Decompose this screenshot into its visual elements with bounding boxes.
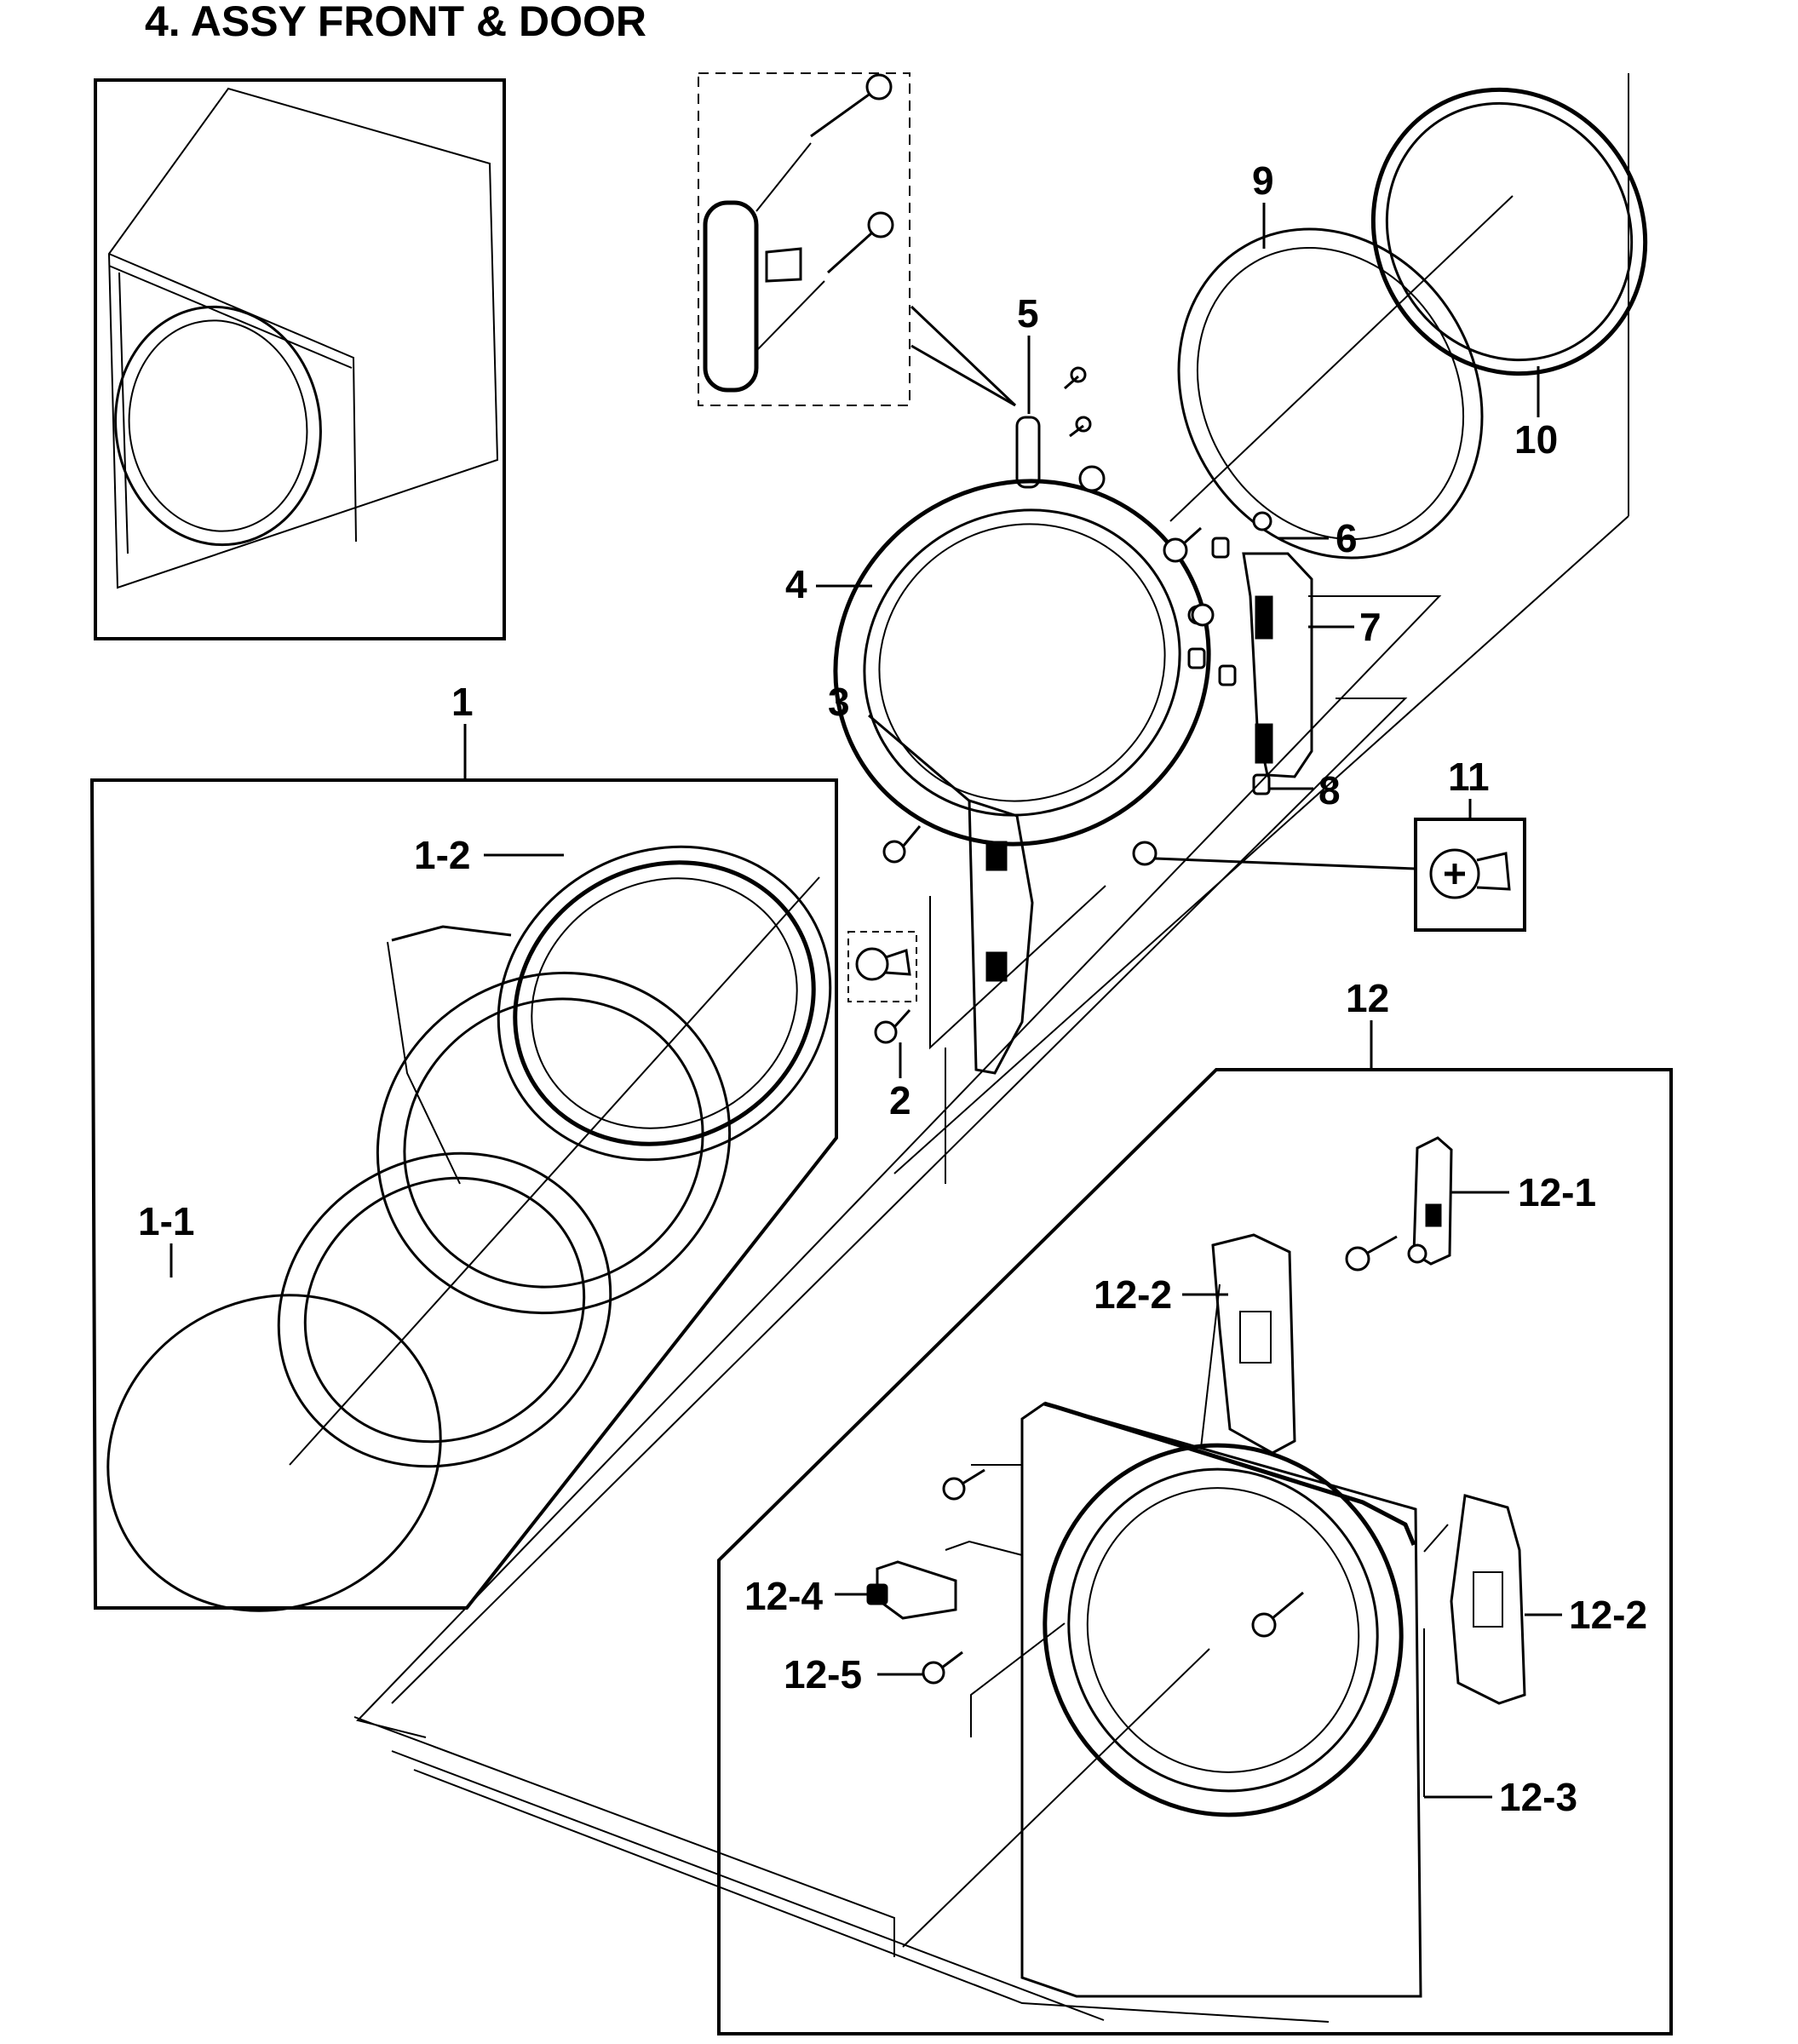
front-panel-12 (902, 1401, 1422, 1998)
screw-2-upper (882, 840, 906, 864)
page-title: 4. ASSY FRONT & DOOR (145, 0, 646, 45)
callout-12-2-upper: 12-2 (1094, 1272, 1172, 1317)
door-hinge-3 (968, 798, 1034, 1075)
callout-1: 1 (451, 680, 474, 724)
callout-5: 5 (1017, 291, 1039, 336)
handle-detail-box (698, 72, 1017, 407)
callout-2: 2 (889, 1078, 911, 1122)
callout-12-4: 12-4 (744, 1574, 823, 1618)
door-inner-frame (376, 925, 732, 1315)
support-plate-12-2-upper (1200, 1233, 1296, 1455)
callout-12-1: 12-1 (1518, 1170, 1596, 1214)
bushing-6 (1211, 511, 1272, 559)
door-lock-12-4 (866, 1560, 957, 1620)
door-switch-bracket-12-1 (1345, 1136, 1453, 1272)
callout-12-5: 12-5 (784, 1652, 862, 1697)
callout-8: 8 (1318, 768, 1341, 812)
callout-12: 12 (1346, 976, 1389, 1020)
hinge-screw-detail (847, 931, 917, 1002)
group-12-box (717, 1068, 1673, 2035)
callout-11: 11 (1448, 755, 1490, 799)
door-cover-glass-1-1 (106, 1294, 442, 1612)
callout-4: 4 (785, 562, 807, 606)
group-1-box (89, 778, 838, 1610)
screw-2-lower (874, 1020, 898, 1044)
callout-1-2: 1-2 (414, 833, 470, 877)
support-plate-12-2-lower (1423, 1494, 1526, 1705)
callout-10: 10 (1514, 417, 1558, 462)
callout-6: 6 (1336, 516, 1358, 560)
dryer-overview-illustration (94, 78, 506, 640)
door-gasket-10 (1370, 87, 1648, 376)
callout-12-2-lower: 12-2 (1569, 1593, 1647, 1637)
callout-9: 9 (1252, 158, 1274, 203)
screw-12-5 (922, 1661, 945, 1685)
callout-7: 7 (1359, 605, 1382, 649)
callout-3: 3 (828, 680, 850, 724)
door-handle-5 (1015, 366, 1106, 492)
door-frame-ring-4 (833, 479, 1211, 847)
callout-1-1: 1-1 (138, 1199, 194, 1243)
door-inner-glass-1-2 (497, 845, 832, 1162)
screw-detail-11 (1414, 818, 1526, 932)
hinge-bracket-7 (1242, 552, 1313, 778)
door-ring-front (277, 1151, 612, 1468)
callout-12-3: 12-3 (1499, 1775, 1577, 1819)
